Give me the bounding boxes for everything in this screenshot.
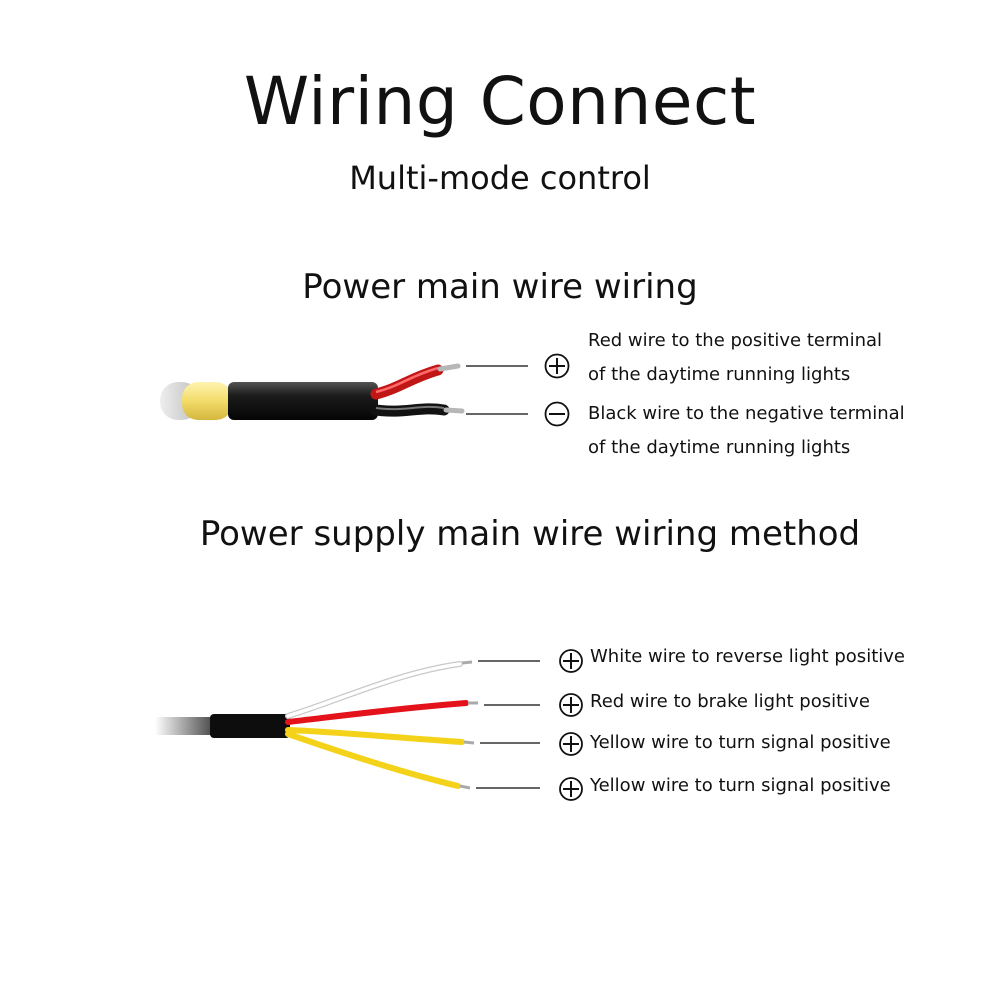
yellow-wire-1-label: Yellow wire to turn signal positive <box>590 732 891 753</box>
red-core-strand <box>437 363 461 372</box>
positive-terminal-label-line1: Red wire to the positive terminal <box>588 330 883 351</box>
plus-icon <box>559 693 583 717</box>
black-core-highlight <box>375 405 445 411</box>
plus-icon <box>559 777 583 801</box>
harness-black-jacket <box>210 714 290 738</box>
minus-icon <box>544 401 570 427</box>
page-subtitle: Multi-mode control <box>349 159 651 197</box>
negative-terminal-label-line2: of the daytime running lights <box>588 437 851 458</box>
negative-terminal-label-line1: Black wire to the negative terminal <box>588 403 905 424</box>
yellow-wire-2-label: Yellow wire to turn signal positive <box>590 775 891 796</box>
yellow-wire-2-strand <box>459 784 471 790</box>
page-title: Wiring Connect <box>243 63 757 140</box>
plus-icon <box>544 353 570 379</box>
black-core-wire <box>370 403 450 417</box>
black-outer-jacket <box>228 382 378 420</box>
yellow-wire-1-strand <box>463 740 475 745</box>
two-core-cable <box>160 363 528 420</box>
harness-cable-fade <box>155 717 215 735</box>
plus-icon <box>559 732 583 756</box>
red-wire-label: Red wire to brake light positive <box>590 691 870 712</box>
four-wire-harness <box>155 660 540 790</box>
section-title-power-supply: Power supply main wire wiring method <box>199 514 861 554</box>
black-core-strand <box>443 407 465 414</box>
white-wire-label: White wire to reverse light positive <box>590 646 905 667</box>
red-core-highlight <box>375 366 439 394</box>
yellow-wire-2 <box>285 731 461 789</box>
red-core-wire <box>370 364 444 400</box>
section-title-power-main: Power main wire wiring <box>302 267 698 307</box>
yellow-sleeve <box>182 382 232 420</box>
white-wire-strand <box>461 660 473 665</box>
red-wire <box>285 700 469 725</box>
white-wire <box>286 662 462 718</box>
positive-terminal-label-line2: of the daytime running lights <box>588 364 851 385</box>
plus-icon <box>559 649 583 673</box>
yellow-wire-1 <box>285 727 465 745</box>
